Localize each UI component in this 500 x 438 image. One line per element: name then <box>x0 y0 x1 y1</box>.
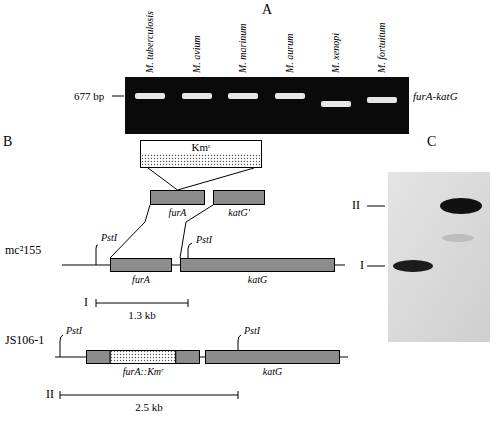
cassette-label: Kmʳ <box>141 141 261 153</box>
cassette-fill <box>141 154 261 167</box>
gel-band <box>275 93 305 99</box>
strain-name: JS106-1 <box>5 334 44 348</box>
species-name: M. fortuitum <box>376 22 388 73</box>
fragment-size: 1.3 kb <box>128 309 156 322</box>
species-name: M. xenopi <box>330 33 342 73</box>
fragment-size: 2.5 kb <box>135 401 163 414</box>
gel-band <box>228 93 258 99</box>
gene-label: katG <box>263 366 282 378</box>
species-name: M. tuberculosis <box>144 11 156 73</box>
fragment-number: I <box>84 296 88 310</box>
fragment-number: II <box>46 388 54 402</box>
blot-band <box>393 260 433 272</box>
restriction-site-flag <box>238 335 241 350</box>
blot-band <box>442 234 474 242</box>
gene-label: furA::Kmʳ <box>123 366 164 378</box>
gene-label: furA <box>132 274 150 286</box>
restriction-site: PstI <box>196 234 212 246</box>
amplicon-name: furA-katG <box>413 90 458 103</box>
gel-band <box>135 93 165 99</box>
gene-segment <box>110 351 176 364</box>
species-name: M. avium <box>191 35 203 73</box>
panel-letter: B <box>3 134 12 150</box>
gene-box: katG' <box>213 190 265 205</box>
cassette-box: Kmʳ <box>140 140 262 168</box>
gene-label: katG' <box>228 207 250 219</box>
restriction-site-flag <box>96 245 98 265</box>
gene-box: katG <box>180 258 335 272</box>
fragment-bracket <box>188 299 189 307</box>
crossover-line <box>110 205 150 258</box>
fragment-bracket <box>60 391 61 399</box>
band-number: II <box>352 199 360 213</box>
band-tick <box>367 266 385 267</box>
gel-band <box>367 97 397 103</box>
gene-fill <box>213 190 265 205</box>
fragment-bracket <box>238 391 239 399</box>
restriction-site-flag <box>188 243 192 258</box>
size-marker: 677 bp <box>74 90 104 103</box>
panel-letter: C <box>427 134 436 150</box>
band-number: I <box>360 259 364 273</box>
southern-blot <box>388 172 490 342</box>
gel-band <box>321 101 351 107</box>
strain-name: mc²155 <box>5 244 41 258</box>
gene-fill <box>110 258 172 272</box>
fragment-bracket <box>96 303 188 304</box>
blot-band <box>440 198 482 214</box>
gene-box: furA <box>110 258 172 272</box>
gel-band <box>182 93 212 99</box>
panel-letter: A <box>262 2 272 18</box>
gel-image <box>125 77 409 134</box>
gene-segment <box>214 191 265 205</box>
band-tick <box>367 206 385 207</box>
restriction-site: PstI <box>244 325 260 337</box>
gene-fill <box>150 190 205 205</box>
gene-segment <box>206 351 340 364</box>
gene-segment <box>87 351 111 364</box>
gene-box: furA::Kmʳ <box>86 350 200 364</box>
restriction-site: PstI <box>101 232 117 244</box>
fragment-bracket <box>96 299 97 307</box>
gene-box: katG <box>205 350 340 364</box>
gene-label: furA <box>169 207 187 219</box>
restriction-site: PstI <box>66 325 82 337</box>
species-name: M. aurum <box>284 34 296 73</box>
gene-fill <box>180 258 335 272</box>
gene-fill <box>205 350 340 364</box>
size-tick <box>112 96 124 97</box>
gene-segment <box>151 191 205 205</box>
species-name: M. marinum <box>237 24 249 73</box>
insertion-line <box>148 168 254 190</box>
gene-segment <box>176 351 200 364</box>
gene-label: katG <box>248 274 267 286</box>
fragment-bracket <box>60 395 238 396</box>
dotted-fill <box>141 154 261 167</box>
gene-segment <box>181 259 335 272</box>
restriction-site-flag <box>60 335 63 357</box>
gene-segment <box>111 259 172 272</box>
gene-fill <box>86 350 200 364</box>
gene-box: furA <box>150 190 205 205</box>
